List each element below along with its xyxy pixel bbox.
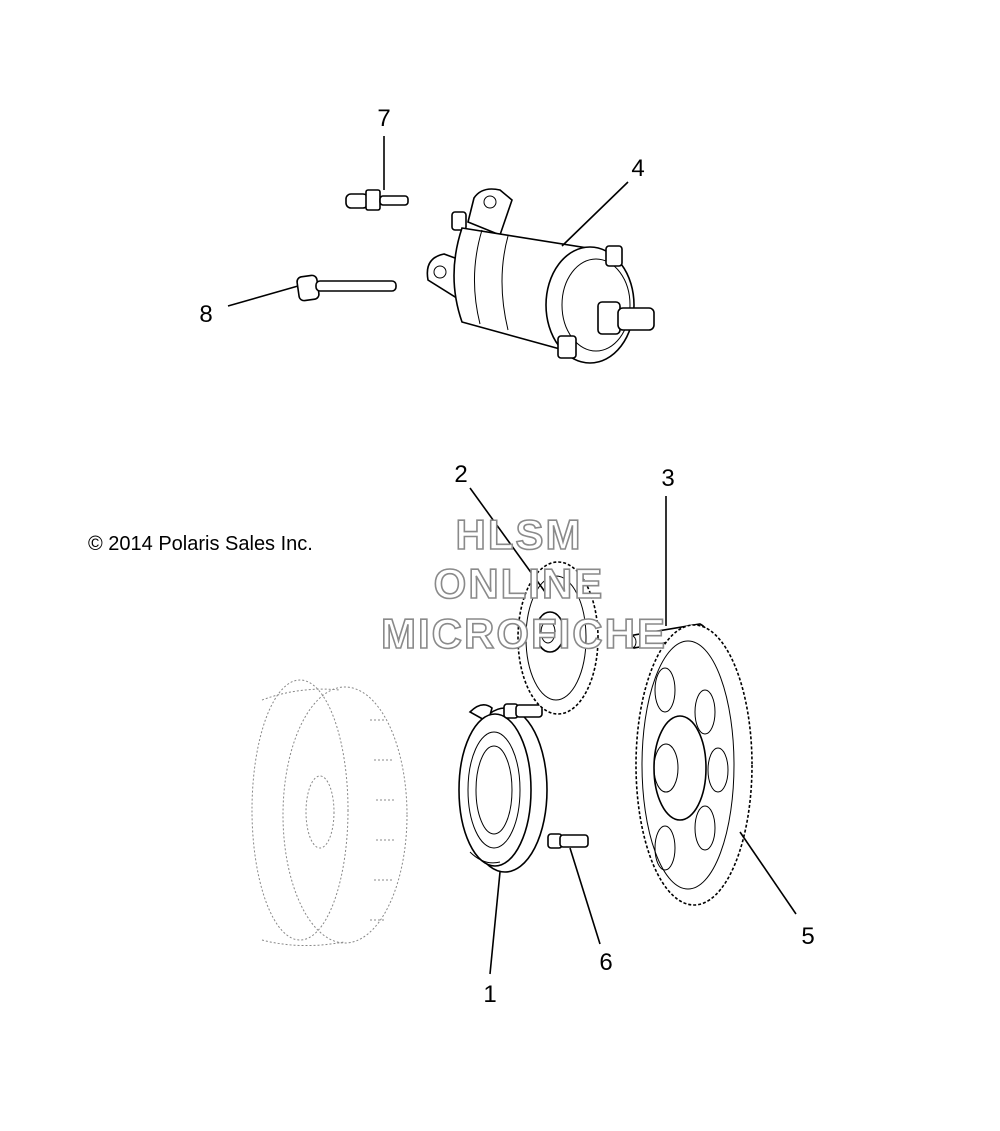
callout-8: 8: [199, 301, 212, 328]
callout-6: 6: [599, 949, 612, 976]
flywheel-outline: [251, 679, 408, 947]
part-4-starter-motor: [426, 188, 655, 364]
callout-4: 4: [631, 155, 644, 182]
callout-7: 7: [377, 105, 390, 132]
part-8-bolt: [296, 274, 397, 302]
callout-1: 1: [483, 981, 496, 1008]
watermark-line-1: HLSM: [456, 511, 583, 558]
part-2-idler-gear: [517, 561, 599, 715]
watermark-line-2: ONLINE: [434, 560, 605, 607]
callout-2: 2: [454, 461, 467, 488]
watermark-line-3: MICROFICHE: [381, 610, 667, 657]
callout-5: 5: [801, 923, 814, 950]
part-7-bolt: [345, 189, 409, 211]
leader-lines: [227, 136, 797, 975]
callout-3: 3: [661, 465, 674, 492]
part-1-starter-clutch: [458, 704, 548, 873]
part-6-screws: [503, 703, 589, 849]
copyright-text: © 2014 Polaris Sales Inc.: [88, 533, 313, 555]
watermark: HLSM ONLINE MICROFICHE: [380, 510, 667, 658]
part-5-driven-gear: [635, 624, 753, 906]
